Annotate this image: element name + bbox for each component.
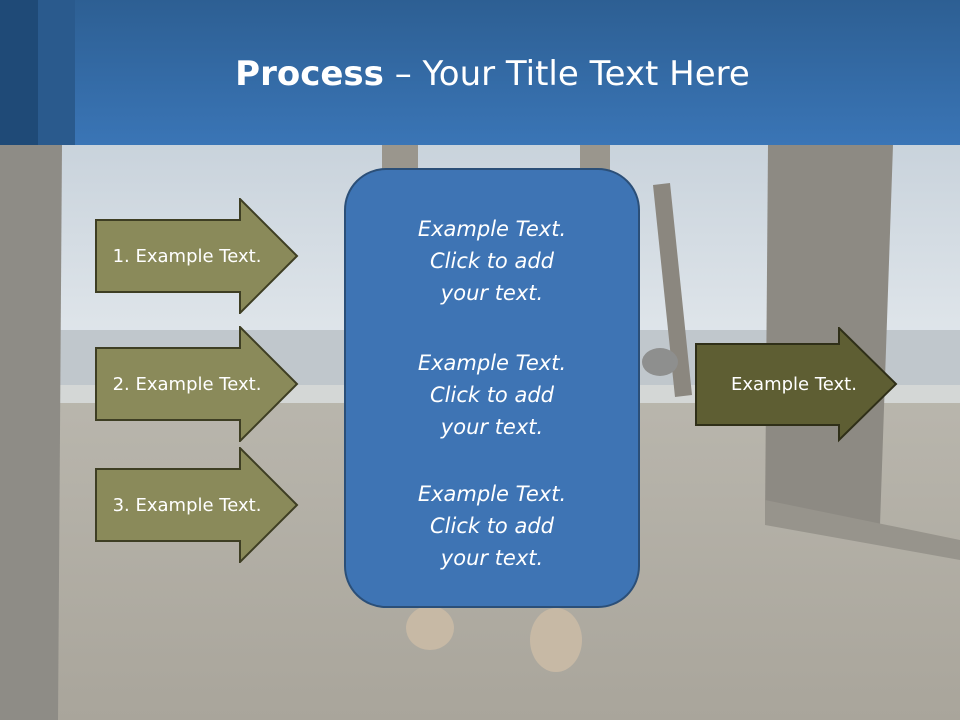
- arrow-shape: [695, 327, 898, 443]
- title-dash: –: [383, 54, 423, 94]
- process-text-block-3[interactable]: Example Text. Click to add your text.: [344, 478, 640, 574]
- arrow-shape: [95, 326, 299, 442]
- input-arrow-label: 2. Example Text.: [112, 373, 262, 395]
- input-arrow-2[interactable]: 2. Example Text.: [95, 326, 300, 442]
- process-text-line: Example Text.: [417, 351, 567, 375]
- process-text-block-1[interactable]: Example Text. Click to add your text.: [344, 213, 640, 309]
- process-text-line: Example Text.: [417, 482, 567, 506]
- process-text-line: your text.: [440, 281, 544, 305]
- input-arrow-label: 3. Example Text.: [112, 494, 262, 516]
- slide-title[interactable]: Process – Your Title Text Here: [75, 52, 910, 96]
- title-bold: Process: [235, 54, 384, 94]
- output-arrow[interactable]: Example Text.: [695, 327, 900, 443]
- title-rest: Your Title Text Here: [422, 54, 750, 94]
- process-text-line: Click to add: [429, 383, 554, 407]
- process-text-block-2[interactable]: Example Text. Click to add your text.: [344, 347, 640, 443]
- process-text-line: Example Text.: [417, 217, 567, 241]
- process-text-line: your text.: [440, 415, 544, 439]
- process-text-line: your text.: [440, 546, 544, 570]
- input-arrow-1[interactable]: 1. Example Text.: [95, 198, 300, 314]
- header-bar: [0, 0, 960, 145]
- input-arrow-label: 1. Example Text.: [112, 245, 262, 267]
- process-box[interactable]: [344, 168, 640, 608]
- arrow-shape: [95, 447, 299, 563]
- header-accent-mid: [38, 0, 75, 145]
- process-text-line: Click to add: [429, 514, 554, 538]
- output-arrow-label: Example Text.: [731, 374, 857, 395]
- input-arrow-3[interactable]: 3. Example Text.: [95, 447, 300, 563]
- header-accent-dark: [0, 0, 38, 145]
- process-text-line: Click to add: [429, 249, 554, 273]
- arrow-shape: [95, 198, 299, 314]
